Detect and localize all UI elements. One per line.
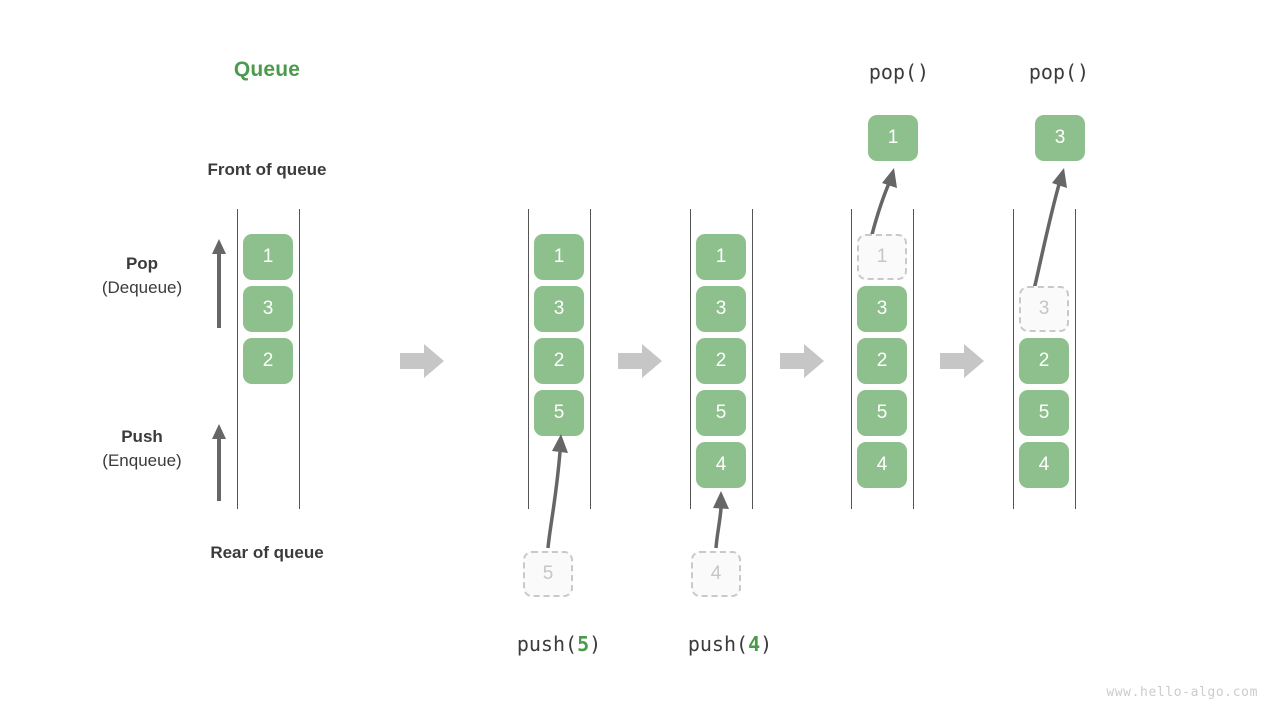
curved-up-arrow-icon (546, 434, 568, 549)
queue-rail-left (851, 209, 852, 509)
push-5-caption-post: ) (589, 632, 602, 656)
queue-rail-left (690, 209, 691, 509)
pop-caption-1: pop() (868, 60, 930, 84)
step-arrow-1 (400, 344, 444, 378)
queue-cell: 5 (1019, 390, 1069, 436)
push-5-caption-pre: push( (516, 632, 578, 656)
queue-rail-right (590, 209, 591, 509)
watermark: www.hello-algo.com (1106, 685, 1258, 700)
queue-rail-left (237, 209, 238, 509)
push-5-arrow (520, 430, 590, 550)
pop-direction-arrow (206, 238, 232, 330)
popped-element: 3 (1035, 115, 1085, 161)
pop-sublabel: (Dequeue) (101, 278, 183, 297)
queue-cell: 1 (243, 234, 293, 280)
queue-cell: 3 (857, 286, 907, 332)
queue-cell: 2 (857, 338, 907, 384)
pop-3-arrow (1010, 165, 1090, 300)
queue-cell: 4 (1019, 442, 1069, 488)
queue-cell: 1 (534, 234, 584, 280)
push-direction-arrow (206, 423, 232, 503)
up-arrow-icon (212, 239, 226, 328)
up-arrow-icon (212, 424, 226, 501)
step-arrow-3 (780, 344, 824, 378)
right-block-arrow-icon (400, 344, 444, 378)
step-arrow-4 (940, 344, 984, 378)
queue-cell: 4 (696, 442, 746, 488)
queue-cell-removed: 1 (857, 234, 907, 280)
right-block-arrow-icon (780, 344, 824, 378)
queue-cell: 2 (243, 338, 293, 384)
queue-rail-right (1075, 209, 1076, 509)
push-4-arrow (690, 488, 750, 550)
pop-label-group: Pop (Dequeue) (52, 252, 232, 300)
pop-1-arrow (850, 165, 920, 245)
queue-rail-left (528, 209, 529, 509)
queue-rail-right (299, 209, 300, 509)
queue-cell: 3 (243, 286, 293, 332)
front-of-queue-label: Front of queue (207, 160, 327, 179)
pop-caption-2: pop() (1028, 60, 1090, 84)
queue-cell: 3 (534, 286, 584, 332)
push-5-caption-value: 5 (577, 632, 590, 656)
curved-up-arrow-icon (713, 491, 729, 549)
diagram-title: Queue (233, 58, 301, 81)
queue-cell: 2 (696, 338, 746, 384)
queue-cell: 2 (1019, 338, 1069, 384)
queue-cell: 5 (696, 390, 746, 436)
right-block-arrow-icon (940, 344, 984, 378)
push-sublabel: (Enqueue) (102, 451, 182, 470)
queue-cell: 3 (696, 286, 746, 332)
pop-label: Pop (125, 254, 159, 273)
push-4-caption-value: 4 (748, 632, 761, 656)
rear-of-queue-label: Rear of queue (210, 543, 324, 562)
push-4-caption-pre: push( (687, 632, 749, 656)
push-label-group: Push (Enqueue) (52, 425, 232, 473)
queue-cell: 2 (534, 338, 584, 384)
queue-cell: 4 (857, 442, 907, 488)
push-4-caption: push(4) (640, 632, 820, 656)
queue-cell: 1 (696, 234, 746, 280)
queue-cell: 5 (857, 390, 907, 436)
queue-rail-right (913, 209, 914, 509)
incoming-element: 4 (691, 551, 741, 597)
step-arrow-2 (618, 344, 662, 378)
incoming-element: 5 (523, 551, 573, 597)
queue-cell: 5 (534, 390, 584, 436)
right-block-arrow-icon (618, 344, 662, 378)
push-label: Push (121, 427, 163, 446)
curved-up-arrow-icon (868, 168, 897, 244)
push-4-caption-post: ) (760, 632, 773, 656)
curved-up-arrow-icon (1030, 168, 1067, 299)
queue-rail-left (1013, 209, 1014, 509)
popped-element: 1 (868, 115, 918, 161)
queue-cell-removed: 3 (1019, 286, 1069, 332)
queue-rail-right (752, 209, 753, 509)
push-5-caption: push(5) (469, 632, 649, 656)
